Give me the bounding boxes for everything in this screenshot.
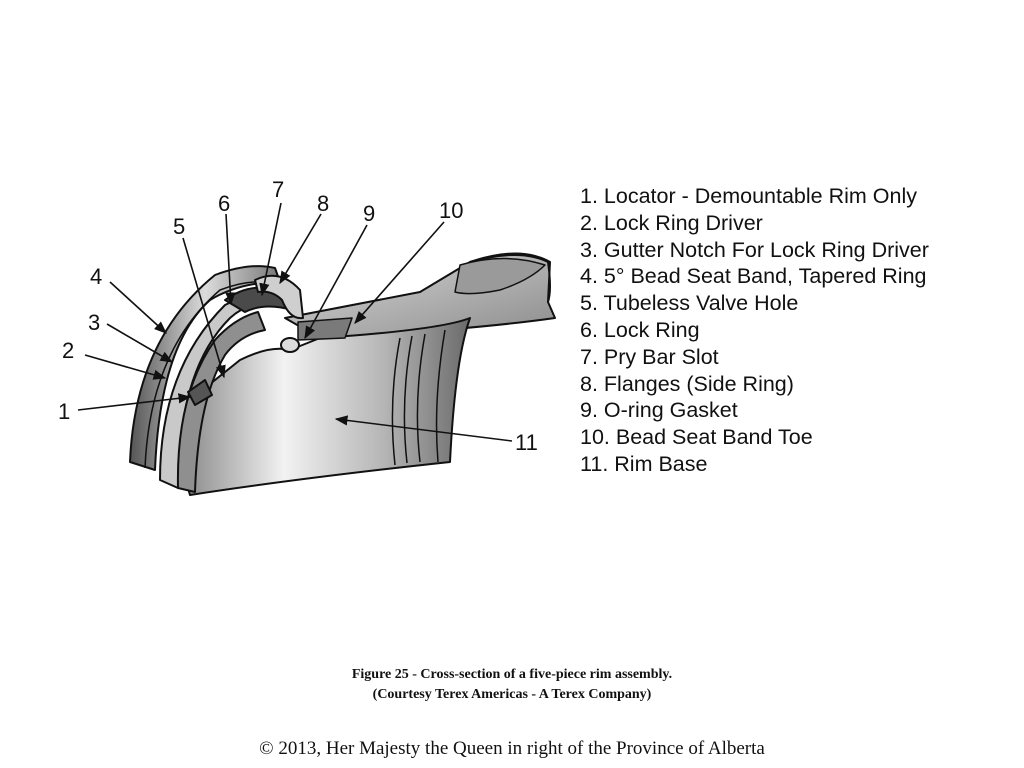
legend-item: 6. Lock Ring (580, 317, 700, 342)
leader-5 (182, 237, 226, 379)
leader-7 (259, 202, 282, 297)
legend-item: 4. 5° Bead Seat Band, Tapered Ring (580, 264, 927, 289)
legend-item: 7. Pry Bar Slot (580, 344, 719, 369)
figure-caption: Figure 25 - Cross-section of a five-piec… (0, 665, 1024, 705)
parts-legend: 1. Locator - Demountable Rim Only 2. Loc… (580, 183, 929, 478)
leader-3 (106, 323, 174, 363)
legend-item: 9. O-ring Gasket (580, 398, 738, 423)
callout-8: 8 (317, 191, 329, 216)
callout-7: 7 (272, 177, 284, 202)
leader-10 (354, 221, 445, 324)
locator-shape (187, 379, 213, 406)
callout-10: 10 (439, 198, 463, 223)
legend-item: 3. Gutter Notch For Lock Ring Driver (580, 237, 929, 262)
caption-credit: (Courtesy Terex Americas - A Terex Compa… (372, 687, 652, 702)
callout-2: 2 (62, 338, 74, 363)
legend-item: 10. Bead Seat Band Toe (580, 425, 813, 450)
o-ring-shape (280, 337, 300, 353)
leader-6 (225, 213, 236, 306)
callout-11: 11 (515, 430, 538, 455)
copyright-notice: © 2013, Her Majesty the Queen in right o… (259, 738, 765, 759)
leader-1 (77, 393, 192, 411)
callout-1: 1 (58, 399, 70, 424)
rim-drawing (129, 252, 556, 496)
legend-item: 1. Locator - Demountable Rim Only (580, 184, 917, 208)
legend-item: 11. Rim Base (580, 451, 708, 476)
callout-4: 4 (90, 264, 102, 289)
callout-numbers: 1 2 3 4 5 6 7 8 9 10 11 (58, 177, 538, 455)
callout-6: 6 (218, 191, 230, 216)
leader-4 (109, 281, 167, 334)
legend-item: 2. Lock Ring Driver (580, 210, 763, 235)
caption-title: Figure 25 - Cross-section of a five-piec… (351, 667, 673, 682)
callout-5: 5 (173, 214, 185, 239)
callout-9: 9 (363, 201, 375, 226)
leader-8 (279, 213, 322, 285)
legend-item: 5. Tubeless Valve Hole (580, 291, 799, 316)
leader-2 (84, 354, 167, 380)
leader-11 (334, 415, 513, 442)
legend-item: 8. Flanges (Side Ring) (580, 371, 794, 396)
leader-9 (304, 224, 368, 340)
callout-3: 3 (88, 310, 100, 335)
leader-lines (77, 202, 513, 442)
